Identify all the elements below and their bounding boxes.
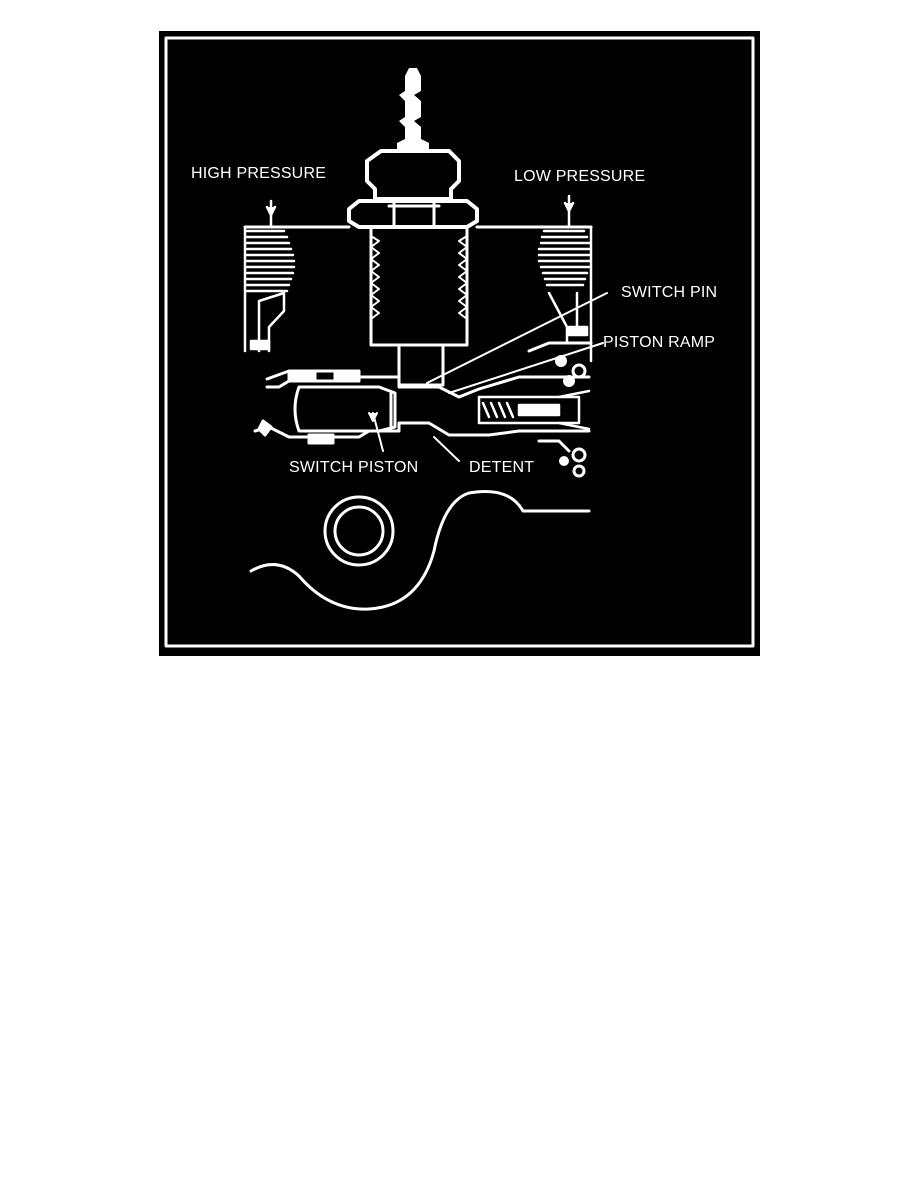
threaded-body: [369, 225, 469, 387]
detent-label: DETENT: [469, 459, 535, 476]
low-pressure-fitting: [537, 194, 593, 363]
switch-piston-label: SWITCH PISTON: [289, 459, 419, 476]
check-balls: [527, 341, 593, 478]
inner-border: [164, 36, 755, 648]
diagram-panel: HIGH PRESSURE LOW PRESSURE SWITCH PIN PI…: [159, 31, 760, 656]
switch-piston: [293, 385, 397, 433]
piston-ramp-label: PISTON RAMP: [603, 334, 716, 351]
lower-housing: [249, 489, 591, 611]
low-pressure-label: LOW PRESSURE: [514, 168, 646, 185]
high-pressure-label: HIGH PRESSURE: [191, 165, 327, 182]
switch-terminal: [347, 68, 479, 229]
leader-lines: [368, 292, 608, 462]
detent-spring: [477, 389, 591, 431]
switch-pin-label: SWITCH PIN: [621, 284, 718, 301]
pressure-switch-cross-section: [164, 36, 755, 648]
high-pressure-fitting: [243, 199, 296, 353]
